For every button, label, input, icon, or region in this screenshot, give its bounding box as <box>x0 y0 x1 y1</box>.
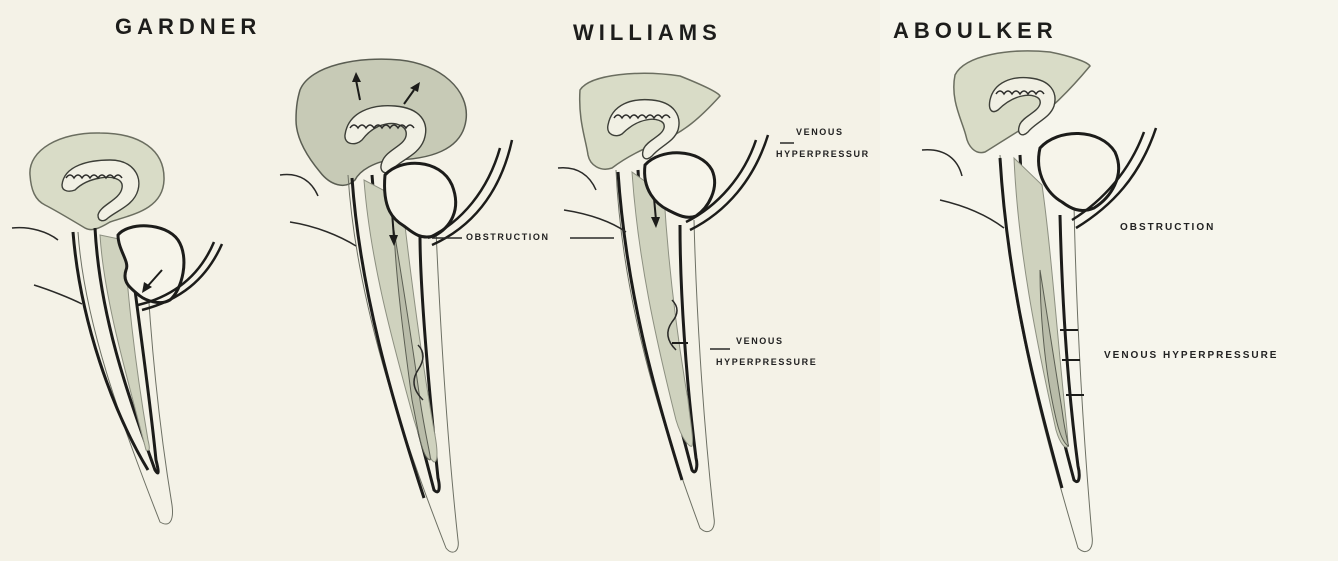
obstruction-label-aboulker: OBSTRUCTION <box>1120 222 1215 233</box>
venous-label-top-line2: HYPERPRESSUR <box>776 149 870 159</box>
aboulker-figure <box>922 51 1156 552</box>
venous-label-top-line1: VENOUS <box>796 127 844 137</box>
williams-figure-2 <box>558 73 768 531</box>
venous-label-mid-line1: VENOUS <box>736 336 784 346</box>
venous-label-mid-line2: HYPERPRESSURE <box>716 357 817 367</box>
venous-label-aboulker: VENOUS HYPERPRESSURE <box>1104 350 1278 361</box>
williams-figure-1 <box>280 59 512 552</box>
obstruction-label-williams: OBSTRUCTION <box>466 232 550 242</box>
gardner-figure <box>12 133 222 524</box>
